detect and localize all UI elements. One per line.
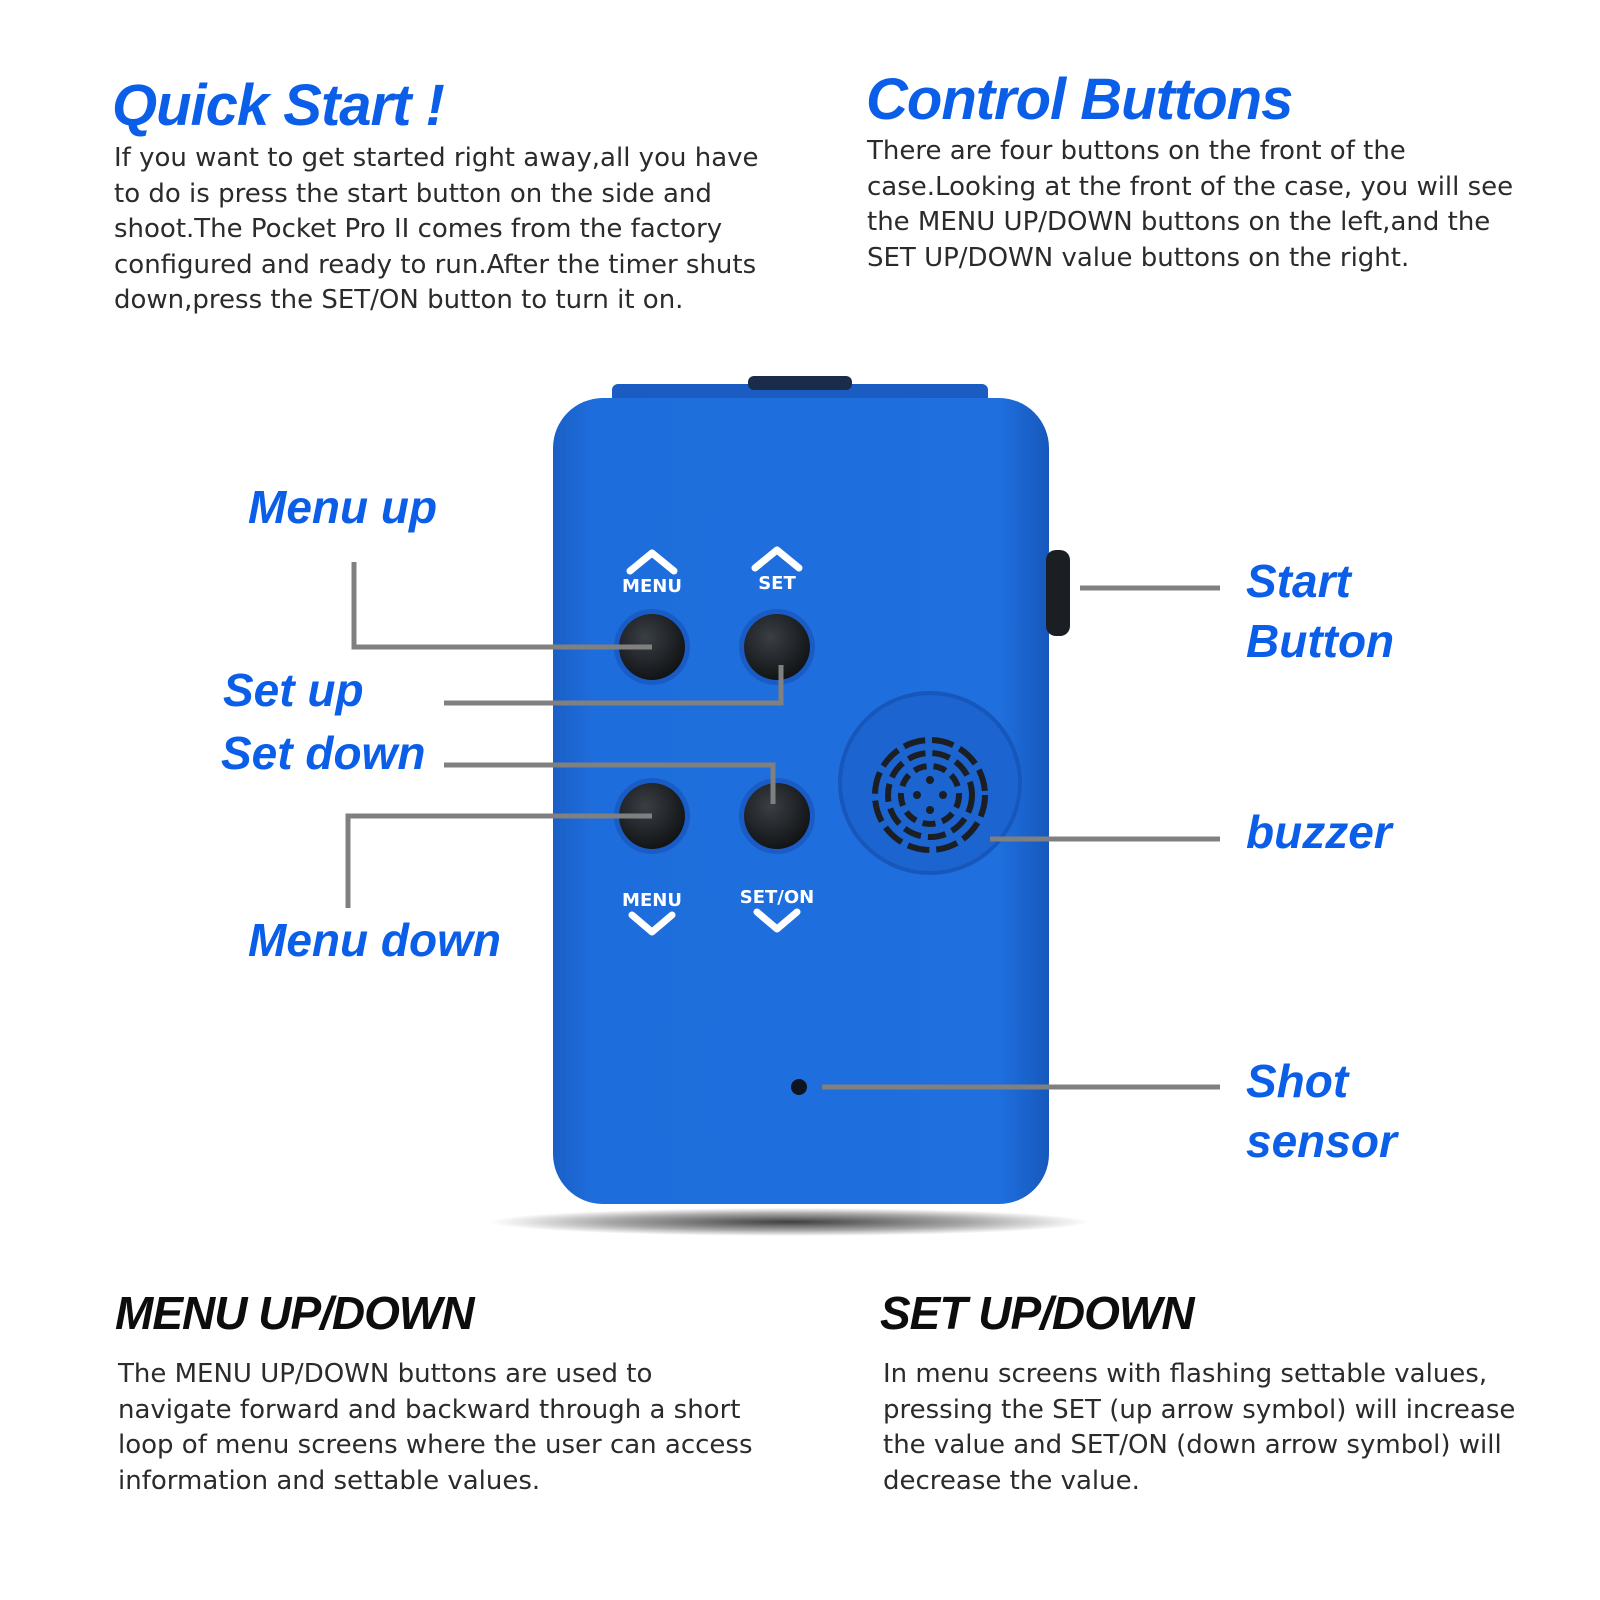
callout-set-down: Set down [221,727,426,779]
callout-menu-up: Menu up [248,481,438,533]
callout-set-up: Set up [223,664,364,716]
quick-start-body: If you want to get started right away,al… [114,143,759,315]
callout-start-button-line-2: Button [1246,615,1395,667]
callout-start-button: Start Button [1246,551,1394,671]
callout-start-button-line-1: Start [1246,555,1351,607]
menu-updown-title: MENU UP/DOWN [115,1287,475,1339]
device-shadow [490,1208,1090,1236]
set-updown-body: In menu screens with flashing settable v… [883,1359,1516,1496]
menu-updown-body: The MENU UP/DOWN buttons are used to nav… [118,1359,753,1496]
set-down-arrow-icon [753,908,801,933]
quick-start-title: Quick Start ! [112,73,445,138]
callout-shot-sensor-line-2: sensor [1246,1115,1397,1167]
control-buttons-title: Control Buttons [866,67,1293,132]
leader-line-set-up [444,665,784,706]
menu-up-arrow-icon [626,549,678,575]
set-up-printed-label: SET [758,573,796,594]
shot-sensor-hole-icon [791,1079,807,1095]
leader-line-menu-up [351,562,652,650]
set-up-arrow-icon [751,546,803,572]
set-down-printed-label: SET/ON [740,887,814,908]
callout-shot-sensor-line-1: Shot [1246,1055,1349,1107]
callout-menu-down: Menu down [248,914,501,966]
leader-line-menu-down [345,813,652,908]
set-up-button[interactable] [744,614,810,680]
control-buttons-body: There are four buttons on the front of t… [867,136,1514,273]
menu-down-printed-label: MENU [622,890,682,911]
start-button[interactable] [1046,550,1070,636]
set-updown-title: SET UP/DOWN [880,1287,1195,1339]
device-top-clip [748,376,852,390]
menu-up-printed-label: MENU [622,576,682,597]
menu-down-arrow-icon [628,911,676,936]
leader-line-set-down [444,762,776,804]
callout-shot-sensor: Shot sensor [1246,1051,1397,1171]
callout-buzzer: buzzer [1246,806,1392,858]
buzzer-icon [838,691,1022,875]
set-down-button[interactable] [744,783,810,849]
